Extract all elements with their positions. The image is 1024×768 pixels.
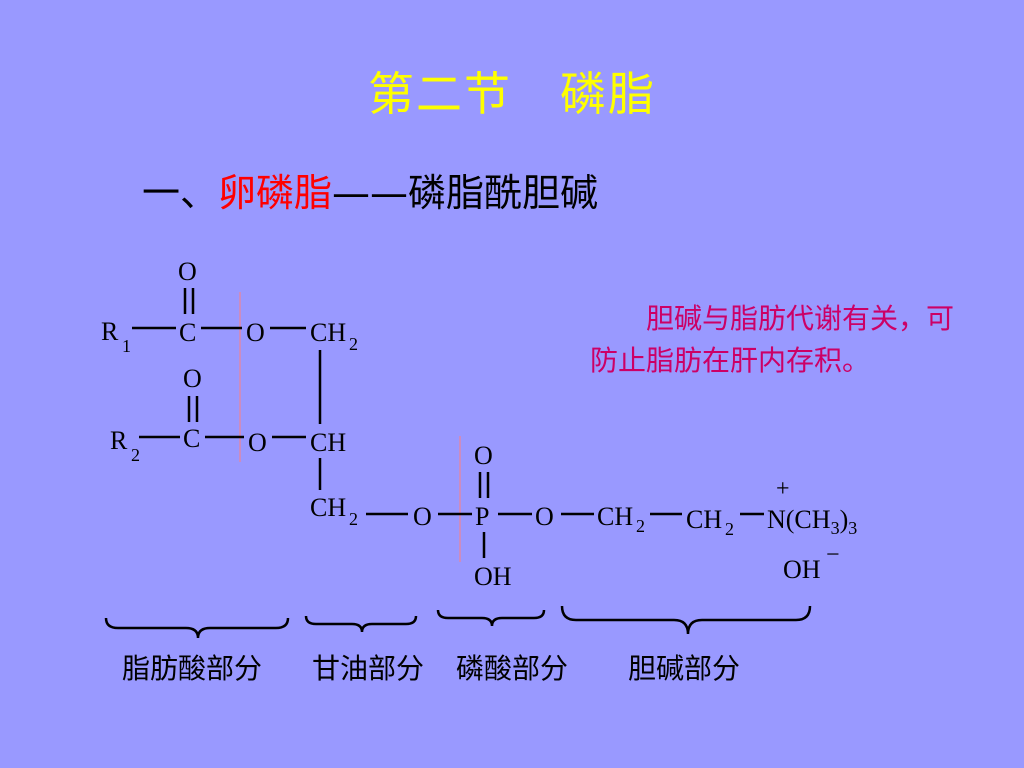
heading-dash: —— <box>332 171 409 215</box>
label-phosphate: 磷酸部分 <box>456 653 568 685</box>
atom-ch-3: CH <box>310 493 346 522</box>
label-glycerol: 甘油部分 <box>312 653 424 685</box>
heading-highlight: 卵磷脂 <box>218 171 333 215</box>
brace-fatty-acid <box>104 617 290 639</box>
subscript-2: 2 <box>725 519 734 539</box>
minus-charge: − <box>826 542 840 568</box>
subscript-3: 3 <box>831 518 840 538</box>
brace-phosphate <box>436 609 546 627</box>
plus-charge: + <box>776 476 790 502</box>
atom-o-ester-2: O <box>248 428 267 457</box>
atom-n-group: N(CH3)3 <box>767 505 857 538</box>
atom-r2: R <box>110 426 128 455</box>
atom-ch-1: CH <box>310 318 346 347</box>
atom-o-phosphoryl: O <box>474 441 493 470</box>
brace-glycerol <box>304 615 418 633</box>
atom-c-2: C <box>183 424 200 453</box>
n-group-text: N(CH <box>767 505 831 534</box>
subscript-1: 1 <box>122 336 131 356</box>
atom-o-phosphate-1: O <box>413 502 432 531</box>
hydroxide: OH <box>783 555 821 584</box>
label-choline: 胆碱部分 <box>628 653 740 685</box>
heading-rest: 磷脂酰胆碱 <box>408 171 599 215</box>
atom-o-phosphate-2: O <box>535 502 554 531</box>
brace-choline <box>560 605 812 635</box>
subscript-2: 2 <box>131 445 140 465</box>
atom-o-carbonyl-1: O <box>178 257 197 286</box>
atom-c-1: C <box>179 318 196 347</box>
atom-ch-5: CH <box>686 505 722 534</box>
heading-prefix: 一、 <box>142 171 219 215</box>
subscript-3: 3 <box>848 518 857 538</box>
atom-r1: R <box>101 317 119 346</box>
atom-ch-4: CH <box>597 502 633 531</box>
label-fatty-acid: 脂肪酸部分 <box>122 653 262 685</box>
atom-o-carbonyl-2: O <box>183 364 202 393</box>
atom-oh-phosphate: OH <box>474 562 512 591</box>
atom-p: P <box>475 502 489 531</box>
choline-note: 胆碱与脂肪代谢有关，可防止脂肪在肝内存积。 <box>590 302 955 377</box>
section-heading: 一、卵磷脂——磷脂酰胆碱 <box>142 162 598 217</box>
atom-o-ester-1: O <box>246 318 265 347</box>
subscript-2: 2 <box>349 509 358 529</box>
atom-ch-2: CH <box>310 428 346 457</box>
close-paren: ) <box>840 505 849 534</box>
slide-title: 第二节 磷脂 <box>368 67 656 121</box>
subscript-2: 2 <box>349 334 358 354</box>
subscript-2: 2 <box>636 516 645 536</box>
